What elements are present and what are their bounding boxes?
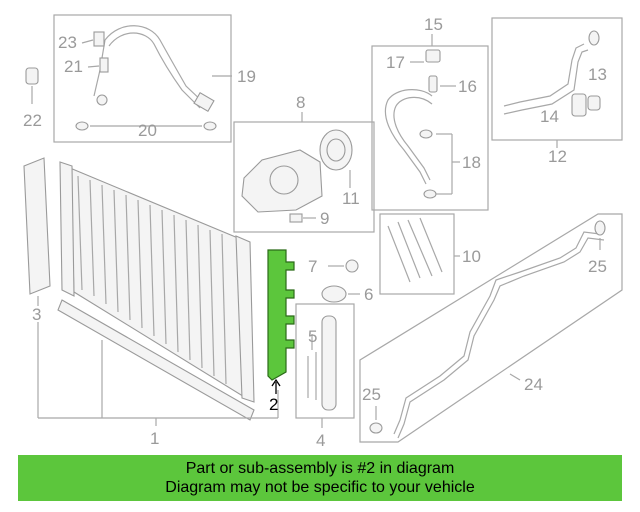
callout-14: 14 xyxy=(540,107,559,126)
callout-24: 24 xyxy=(524,375,543,394)
box-line-24 xyxy=(359,213,623,443)
part-6-seal xyxy=(321,285,360,303)
part-2-highlighted-bracket[interactable] xyxy=(267,249,295,394)
callout-2: 2 xyxy=(269,395,278,414)
condenser-assembly xyxy=(57,161,255,421)
callout-1-leader xyxy=(37,322,279,426)
callout-21-leader xyxy=(87,65,100,68)
callout-16: 16 xyxy=(458,77,477,96)
banner-line-2: Diagram may not be specific to your vehi… xyxy=(165,479,475,496)
callout-23: 23 xyxy=(58,33,77,52)
callout-1: 1 xyxy=(150,429,159,448)
callout-7: 7 xyxy=(308,257,317,276)
callout-25-top: 25 xyxy=(588,257,607,276)
part-7-bolt xyxy=(328,259,359,273)
callout-3: 3 xyxy=(32,305,41,324)
callout-10: 10 xyxy=(462,247,481,266)
callout-5: 5 xyxy=(308,327,317,346)
box-compressor-8 xyxy=(233,112,375,233)
callout-9: 9 xyxy=(320,209,329,228)
callout-17: 17 xyxy=(386,53,405,72)
callout-11: 11 xyxy=(342,189,360,208)
callout-19: 19 xyxy=(237,67,256,86)
callout-20: 20 xyxy=(138,121,157,140)
box-line-12 xyxy=(491,17,623,148)
callout-12: 12 xyxy=(548,147,567,166)
info-banner: Part or sub-assembly is #2 in diagram Di… xyxy=(18,455,622,501)
callout-25-bottom: 25 xyxy=(362,385,381,404)
callout-21: 21 xyxy=(64,57,83,76)
callout-15: 15 xyxy=(424,15,443,34)
callout-18: 18 xyxy=(462,153,481,172)
callout-6: 6 xyxy=(364,285,373,304)
callout-4: 4 xyxy=(316,431,325,450)
callout-8: 8 xyxy=(296,93,305,112)
box-line-15 xyxy=(371,34,489,211)
callout-13: 13 xyxy=(588,65,607,84)
box-drier-4 xyxy=(295,303,355,428)
banner-line-1: Part or sub-assembly is #2 in diagram xyxy=(185,460,455,477)
box-ac-line-19 xyxy=(53,14,232,143)
box-bolts-10 xyxy=(379,213,460,295)
part-22-cap xyxy=(25,67,39,104)
callout-22: 22 xyxy=(23,111,42,130)
part-3-bracket xyxy=(23,157,51,306)
callout-23-leader xyxy=(81,39,94,44)
